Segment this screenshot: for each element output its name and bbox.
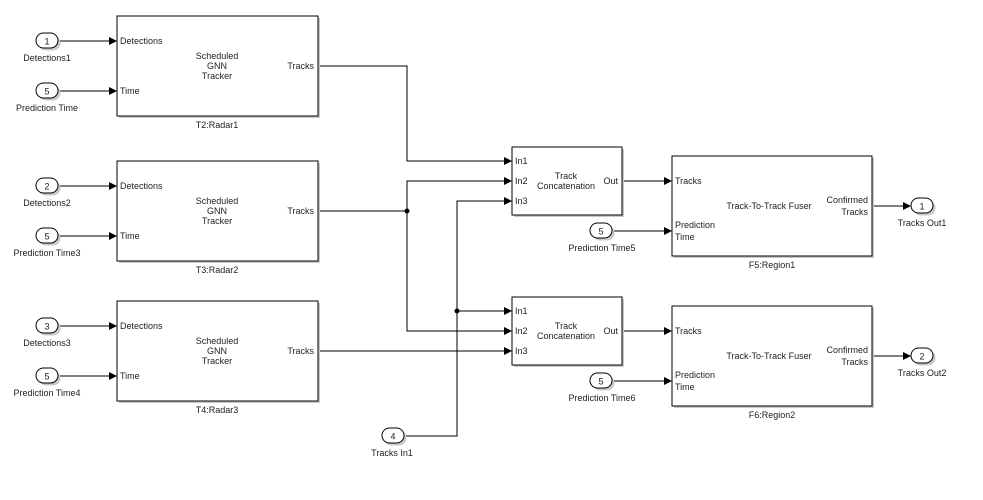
port-label-in3: In3 bbox=[515, 346, 528, 356]
block-title: Scheduled bbox=[196, 51, 239, 61]
port-label-confirmed-tracks: Confirmed bbox=[826, 195, 868, 205]
block-title: Concatenation bbox=[537, 181, 595, 191]
port-label: Prediction Time bbox=[16, 103, 78, 113]
block-title: Scheduled bbox=[196, 196, 239, 206]
port-label-prediction-time: Prediction bbox=[675, 370, 715, 380]
block-title: GNN bbox=[207, 206, 227, 216]
inport-detections3[interactable]: 3 Detections3 bbox=[23, 317, 71, 348]
port-label-confirmed-tracks: Tracks bbox=[841, 357, 868, 367]
wire-t3-to-concat1-in2[interactable] bbox=[406, 177, 512, 211]
port-number: 5 bbox=[598, 377, 603, 387]
port-label-time: Time bbox=[120, 371, 140, 381]
tracker-block-t3[interactable]: Detections Time Tracks Scheduled GNN Tra… bbox=[116, 160, 320, 275]
block-title: Track bbox=[555, 321, 578, 331]
block-title: Track bbox=[555, 171, 578, 181]
outport-tracks-out2[interactable]: 2 Tracks Out2 bbox=[898, 347, 947, 378]
port-label-in1: In1 bbox=[515, 306, 528, 316]
port-label-tracks: Tracks bbox=[287, 206, 314, 216]
port-number: 5 bbox=[44, 232, 49, 242]
block-name[interactable]: T2:Radar1 bbox=[196, 120, 239, 130]
inport-prediction-time3[interactable]: 5 Prediction Time3 bbox=[13, 227, 81, 258]
block-title: Track-To-Track Fuser bbox=[726, 201, 811, 211]
inport-prediction-time4[interactable]: 5 Prediction Time4 bbox=[13, 367, 81, 398]
port-number: 2 bbox=[44, 182, 49, 192]
port-label-out: Out bbox=[603, 176, 618, 186]
port-label-prediction-time: Time bbox=[675, 382, 695, 392]
inport-detections2[interactable]: 2 Detections2 bbox=[23, 177, 71, 208]
wire-t2-to-concat1-in1[interactable] bbox=[318, 65, 512, 165]
port-label: Prediction Time4 bbox=[13, 388, 80, 398]
port-label: Prediction Time6 bbox=[568, 393, 635, 403]
port-label: Prediction Time5 bbox=[568, 243, 635, 253]
signal-lines bbox=[58, 37, 911, 437]
block-name[interactable]: F6:Region2 bbox=[749, 410, 796, 420]
port-label-time: Time bbox=[120, 86, 140, 96]
port-number: 1 bbox=[44, 37, 49, 47]
port-label-confirmed-tracks: Tracks bbox=[841, 207, 868, 217]
block-name[interactable]: F5:Region1 bbox=[749, 260, 796, 270]
port-label-out: Out bbox=[603, 326, 618, 336]
port-number: 5 bbox=[44, 372, 49, 382]
port-label-in2: In2 bbox=[515, 326, 528, 336]
port-label: Detections2 bbox=[23, 198, 71, 208]
port-number: 3 bbox=[44, 322, 49, 332]
inport-detections1[interactable]: 1 Detections1 bbox=[23, 32, 71, 63]
port-label-tracks: Tracks bbox=[287, 61, 314, 71]
inport-prediction-time6[interactable]: 5 Prediction Time6 bbox=[568, 372, 636, 403]
port-label: Prediction Time3 bbox=[13, 248, 80, 258]
inport-prediction-time[interactable]: 5 Prediction Time bbox=[16, 82, 78, 113]
port-label-time: Time bbox=[120, 231, 140, 241]
fuser-block-f5[interactable]: Tracks Prediction Time Confirmed Tracks … bbox=[671, 155, 874, 270]
port-label-in2: In2 bbox=[515, 176, 528, 186]
block-title: Tracker bbox=[202, 356, 232, 366]
branch-point bbox=[454, 308, 460, 314]
track-concatenation-block-2[interactable]: In1 In2 In3 Out Track Concatenation bbox=[511, 296, 624, 367]
fuser-block-f6[interactable]: Tracks Prediction Time Confirmed Tracks … bbox=[671, 305, 874, 420]
port-label-tracks: Tracks bbox=[287, 346, 314, 356]
port-label: Detections1 bbox=[23, 53, 71, 63]
outport-tracks-out1[interactable]: 1 Tracks Out1 bbox=[898, 197, 947, 228]
block-title: Tracker bbox=[202, 71, 232, 81]
block-name[interactable]: T4:Radar3 bbox=[196, 405, 239, 415]
block-title: GNN bbox=[207, 346, 227, 356]
port-label-detections: Detections bbox=[120, 321, 163, 331]
port-number: 4 bbox=[390, 432, 395, 442]
block-title: GNN bbox=[207, 61, 227, 71]
block-title: Tracker bbox=[202, 216, 232, 226]
block-title: Scheduled bbox=[196, 336, 239, 346]
port-label: Tracks In1 bbox=[371, 448, 413, 458]
port-label-detections: Detections bbox=[120, 181, 163, 191]
wire-tracks-in1[interactable] bbox=[403, 311, 458, 437]
port-label: Tracks Out2 bbox=[898, 368, 947, 378]
port-label-tracks: Tracks bbox=[675, 326, 702, 336]
port-label: Detections3 bbox=[23, 338, 71, 348]
port-label-in3: In3 bbox=[515, 196, 528, 206]
block-name[interactable]: T3:Radar2 bbox=[196, 265, 239, 275]
port-label-detections: Detections bbox=[120, 36, 163, 46]
port-number: 1 bbox=[919, 202, 924, 212]
tracker-block-t4[interactable]: Detections Time Tracks Scheduled GNN Tra… bbox=[116, 300, 320, 415]
port-number: 5 bbox=[598, 227, 603, 237]
block-title: Track-To-Track Fuser bbox=[726, 351, 811, 361]
port-label-prediction-time: Prediction bbox=[675, 220, 715, 230]
tracker-block-t2[interactable]: Detections Time Tracks Scheduled GNN Tra… bbox=[116, 15, 320, 130]
wire-tracksin1-to-concat1-in3[interactable] bbox=[456, 197, 512, 311]
port-label: Tracks Out1 bbox=[898, 218, 947, 228]
port-number: 5 bbox=[44, 87, 49, 97]
port-number: 2 bbox=[919, 352, 924, 362]
port-label-tracks: Tracks bbox=[675, 176, 702, 186]
port-label-in1: In1 bbox=[515, 156, 528, 166]
branch-point bbox=[404, 208, 410, 214]
track-concatenation-block-1[interactable]: In1 In2 In3 Out Track Concatenation bbox=[511, 146, 624, 217]
port-label-prediction-time: Time bbox=[675, 232, 695, 242]
block-title: Concatenation bbox=[537, 331, 595, 341]
port-label-confirmed-tracks: Confirmed bbox=[826, 345, 868, 355]
wire-t3-to-concat2-in2[interactable] bbox=[406, 211, 512, 335]
inport-prediction-time5[interactable]: 5 Prediction Time5 bbox=[568, 222, 636, 253]
inport-tracks-in1[interactable]: 4 Tracks In1 bbox=[371, 427, 413, 458]
